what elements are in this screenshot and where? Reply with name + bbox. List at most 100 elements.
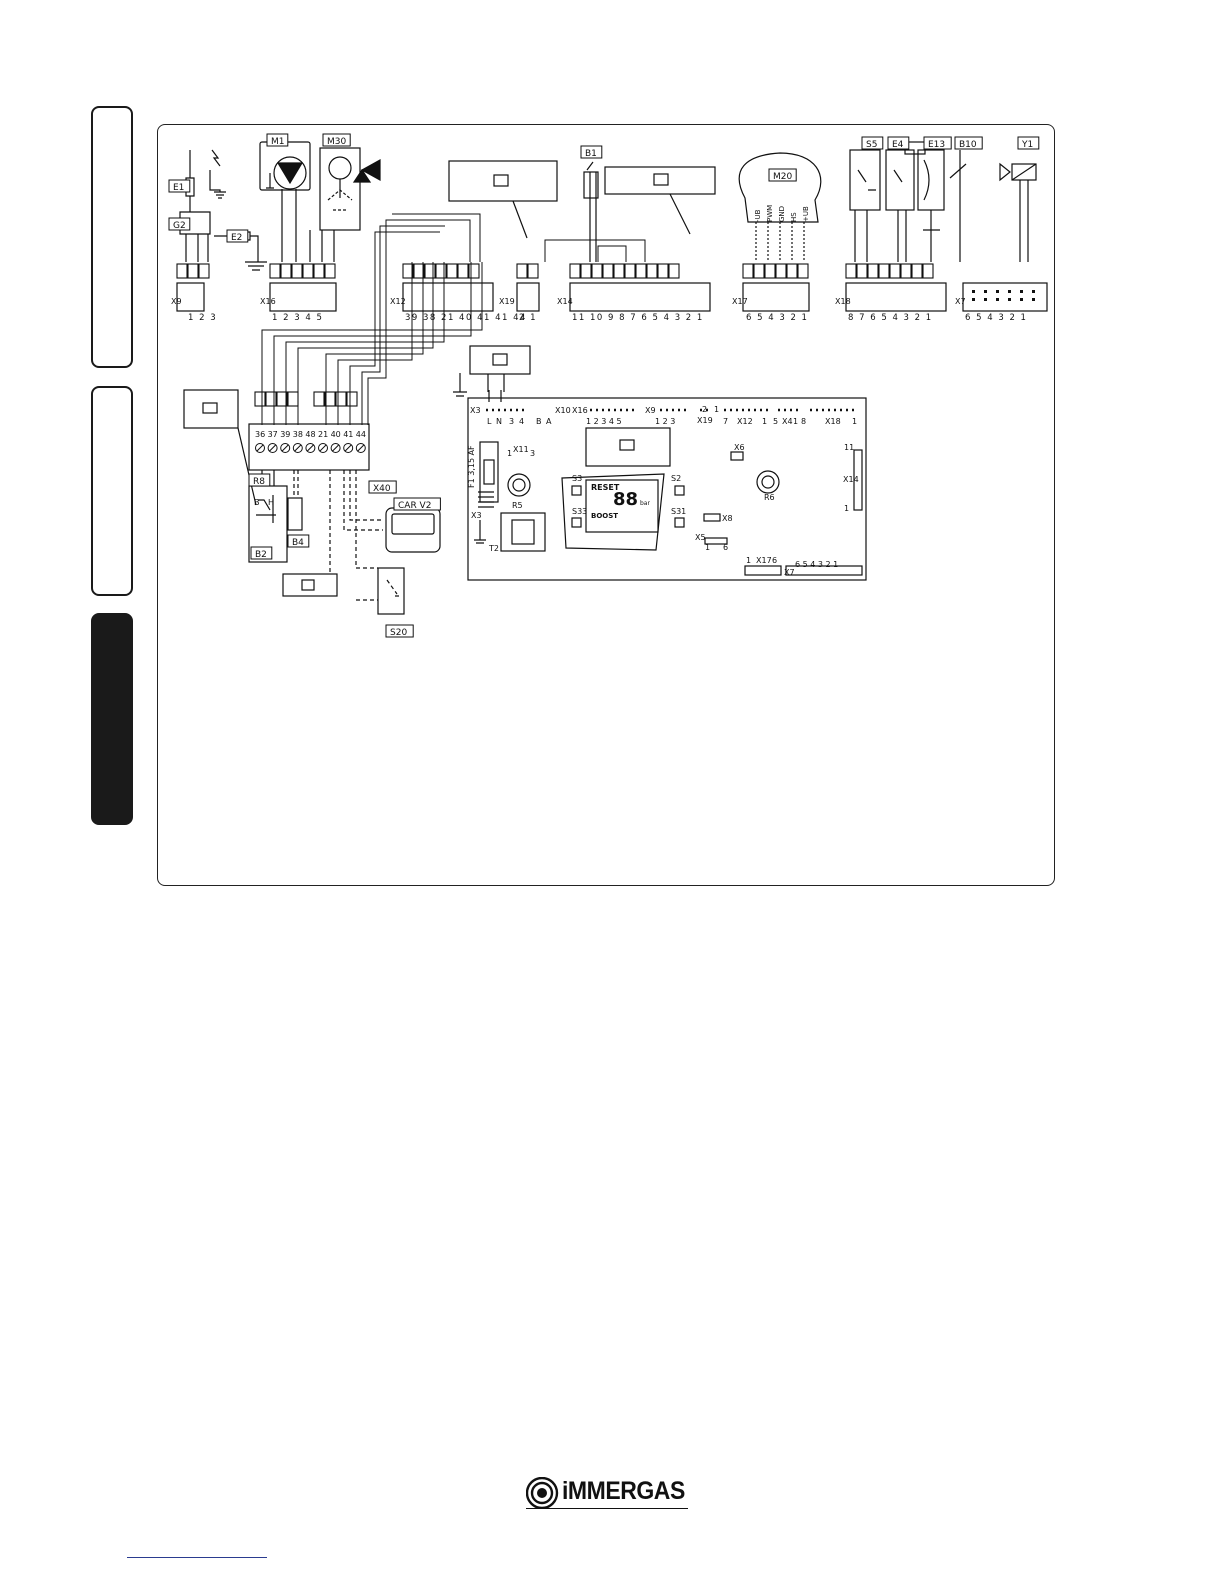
board-label-5: X10 xyxy=(555,406,571,415)
connector-x14-pin xyxy=(657,263,669,279)
x7-socket-dot xyxy=(1008,290,1011,293)
board-label-15: 7 xyxy=(723,417,728,426)
label-box-b2 xyxy=(250,546,273,560)
terminal-wire-pin xyxy=(254,391,266,407)
valve-m30 xyxy=(309,147,381,262)
component-label-b4: B4 xyxy=(292,538,304,548)
terminal-block xyxy=(248,423,370,471)
connector-x16-pin xyxy=(324,263,336,279)
terminal-screw-slot xyxy=(307,444,314,452)
component-label-y1: Y1 xyxy=(1021,140,1033,150)
connector-pins-x14: 11 10 9 8 7 6 5 4 3 2 1 xyxy=(572,313,704,323)
component-label-e4: E4 xyxy=(892,140,904,150)
connector-pins-x9: 1 2 3 xyxy=(188,313,217,323)
connector-label-x14: X14 xyxy=(557,297,573,306)
connector-x18-pin xyxy=(911,263,923,279)
display-text-bar: bar xyxy=(640,500,650,507)
immergas-logo: iMMERGAS xyxy=(526,1476,688,1510)
board-label-34: R6 xyxy=(764,493,775,502)
connector-x18-pin xyxy=(889,263,901,279)
board-label-36: 11 xyxy=(844,443,854,452)
terminal-screw-slot xyxy=(357,444,365,452)
connector-x12-pin xyxy=(435,263,447,279)
connector-label-x19: X19 xyxy=(499,297,515,306)
connector-label-x12: X12 xyxy=(390,297,406,306)
connector-pins-x17: 6 5 4 3 2 1 xyxy=(746,313,808,323)
connector-x16-housing xyxy=(269,282,337,312)
component-label-e13: E13 xyxy=(928,140,945,150)
board-label-10: X9 xyxy=(645,406,656,415)
x7-socket-dot xyxy=(972,298,975,301)
x7-socket-dot xyxy=(1032,290,1035,293)
connector-x12-pin xyxy=(468,263,480,279)
display-text-reset: RESET xyxy=(591,483,620,492)
connector-x14-pin xyxy=(569,263,581,279)
display-text-88: 88 xyxy=(613,489,638,510)
connector-x17-pin xyxy=(797,263,809,279)
terminal-screw-slot xyxy=(294,444,302,452)
room-thermostat-box xyxy=(282,470,338,597)
component-label-car-v2: CAR V2 xyxy=(398,501,431,511)
board-label-19: X4 xyxy=(782,417,793,426)
display-box-1 xyxy=(448,160,558,239)
label-box-e13 xyxy=(923,136,952,150)
connector-x17-pin xyxy=(764,263,776,279)
component-label-x40: X40 xyxy=(373,484,391,494)
connector-label-x9: X9 xyxy=(171,297,182,306)
label-box-s20 xyxy=(385,624,414,638)
label-box-m30 xyxy=(322,133,351,147)
connector-label-x18: X18 xyxy=(835,297,851,306)
connector-x9-pin xyxy=(187,263,199,279)
connector-x14-pin xyxy=(591,263,603,279)
side-tab-3-active[interactable] xyxy=(91,613,133,825)
connector-x12-pin xyxy=(446,263,458,279)
connector-x18-housing xyxy=(845,282,947,312)
board-label-12: X19 xyxy=(697,416,713,425)
side-tab-2[interactable] xyxy=(91,386,133,596)
connector-x12-housing xyxy=(402,282,494,312)
terminal-label-39: 39 xyxy=(280,430,290,439)
connector-x18-pin xyxy=(867,263,879,279)
label-box-b1 xyxy=(580,145,603,159)
component-label-e2: E2 xyxy=(231,233,242,243)
terminal-label-48: 48 xyxy=(305,430,315,439)
x7-socket-dot xyxy=(996,290,999,293)
board-label-30: S3 xyxy=(572,474,582,483)
fan-pin-ub: -UB xyxy=(754,209,762,222)
terminal-label-44: 44 xyxy=(356,430,366,439)
board-label-48: X7 xyxy=(784,568,795,577)
x7-socket-dot xyxy=(1020,290,1023,293)
x7-socket-dot xyxy=(996,298,999,301)
connector-x18-pin xyxy=(845,263,857,279)
board-label-16: X12 xyxy=(737,417,753,426)
label-box-b10 xyxy=(954,136,983,150)
connector-x14-pin xyxy=(635,263,647,279)
board-label-3: 3 xyxy=(509,417,514,426)
component-label-m30: M30 xyxy=(327,137,346,147)
terminal-label-40: 40 xyxy=(331,430,341,439)
x7-socket-dot xyxy=(972,290,975,293)
connector-x17-pin xyxy=(753,263,765,279)
connector-x16-pin xyxy=(302,263,314,279)
board-label-13: 2 xyxy=(702,405,707,414)
connector-x12-pin xyxy=(457,263,469,279)
switches-s5-e4-e13-b10 xyxy=(849,141,967,262)
connector-x16-pin xyxy=(269,263,281,279)
sensor-b4 xyxy=(287,470,303,531)
side-tab-1[interactable] xyxy=(91,106,133,368)
board-label-27: 3 xyxy=(530,449,535,458)
terminal-screw xyxy=(305,443,316,453)
fan-pin-ub: +UB xyxy=(802,206,810,222)
left-box xyxy=(183,389,257,506)
component-label-s5: S5 xyxy=(866,140,877,150)
board-label-33: S31 xyxy=(671,507,686,516)
connector-pins-x12: 39 38 21 40 41 41 44 xyxy=(405,313,527,323)
board-label-43: T2 xyxy=(488,544,499,553)
sensor-b1 xyxy=(583,161,599,262)
board-label-20: 1 xyxy=(793,417,798,426)
board-label-4: 4 xyxy=(519,417,524,426)
component-label-m1: M1 xyxy=(271,137,285,147)
connector-x9-pin xyxy=(176,263,188,279)
fan-pin-gnd: GND xyxy=(778,206,786,222)
board-label-44: 1 xyxy=(746,556,751,565)
